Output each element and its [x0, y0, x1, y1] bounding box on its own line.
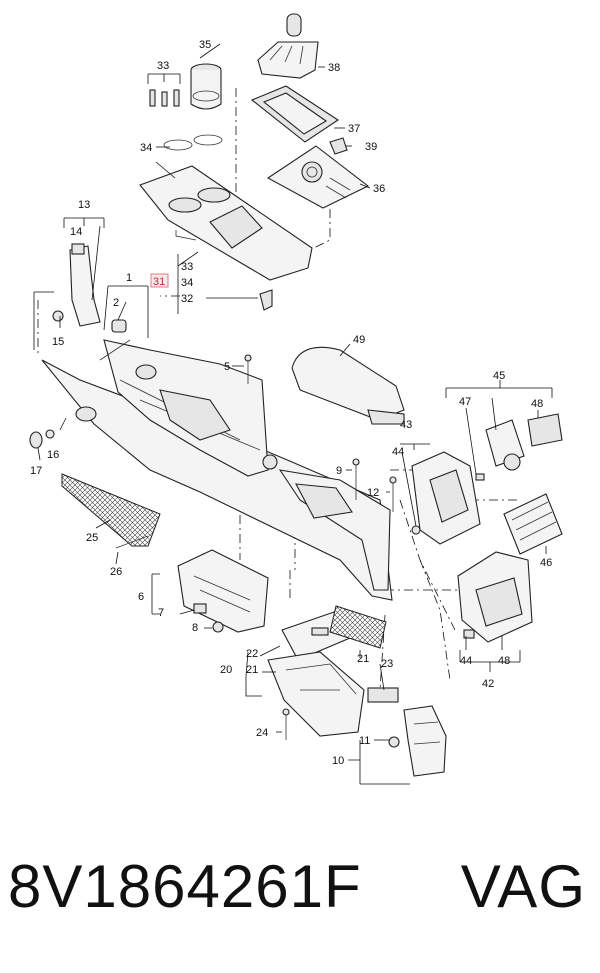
callout-31-highlight: 31 [150, 273, 169, 288]
clip-part [329, 137, 348, 155]
usb-module-part [475, 413, 563, 481]
callout-48-bottom: 48 [498, 655, 510, 667]
callout-43: 43 [400, 419, 412, 431]
lower-bracket-part [177, 549, 269, 633]
callout-8: 8 [192, 622, 198, 634]
callout-38: 38 [328, 62, 340, 74]
callout-33-top: 33 [157, 60, 169, 72]
callout-20: 20 [220, 664, 232, 676]
rear-vent-housing-part [411, 451, 481, 545]
screw-parts [244, 354, 397, 740]
fastener-set-part [149, 89, 180, 107]
brand-text: VAG [460, 853, 586, 920]
leader-lines [33, 43, 553, 785]
callout-9: 9 [336, 465, 342, 477]
clip-32-part [259, 289, 273, 311]
callout-44-bottom: 44 [460, 655, 472, 667]
callout-24: 24 [256, 727, 268, 739]
switch-panel-part [266, 145, 370, 209]
callout-7: 7 [158, 607, 164, 619]
callout-13: 13 [78, 199, 90, 211]
rear-panel-part [457, 551, 533, 643]
callout-42: 42 [482, 678, 494, 690]
callout-34-top: 34 [140, 142, 152, 154]
callout-23: 23 [381, 658, 393, 670]
vent-outlet-part [503, 493, 563, 555]
callout-49: 49 [353, 334, 365, 346]
callout-47: 47 [459, 396, 471, 408]
upper-console-trim-part [139, 165, 313, 281]
callout-35: 35 [199, 39, 211, 51]
main-console-part [41, 339, 393, 601]
storage-tray-part [267, 605, 399, 737]
callout-46: 46 [540, 557, 552, 569]
callout-44-top: 44 [392, 446, 404, 458]
clip-nut-part [111, 319, 127, 333]
callout-48-top: 48 [531, 398, 543, 410]
callout-31: 31 [153, 276, 165, 288]
cup-holder-insert-part [190, 63, 222, 110]
callout-2: 2 [113, 297, 119, 309]
callout-14: 14 [70, 226, 82, 238]
callout-25: 25 [86, 532, 98, 544]
callout-36: 36 [373, 183, 385, 195]
shift-trim-frame-part [250, 85, 339, 143]
rear-bracket-part [388, 705, 447, 777]
callout-5: 5 [224, 361, 230, 373]
callout-34-lower: 34 [181, 277, 193, 289]
parts-exploded-diagram: 35 38 33 37 34 39 31 36 13 14 33 31 34 1… [29, 13, 563, 785]
o-ring-pair-part [163, 134, 223, 151]
callout-21-right: 21 [357, 653, 369, 665]
callout-33-lower: 33 [181, 261, 193, 273]
callout-37: 37 [348, 123, 360, 135]
callout-45: 45 [493, 370, 505, 382]
assembly-guide-lines [37, 88, 520, 691]
shift-boot-part [257, 13, 319, 79]
callout-labels: 35 38 33 37 34 39 31 36 13 14 33 31 34 1… [30, 39, 552, 767]
part-number-text: 8V1864261F [8, 853, 362, 920]
callout-39: 39 [365, 141, 377, 153]
callout-11: 11 [359, 735, 370, 747]
callout-16: 16 [47, 449, 59, 461]
callout-6: 6 [138, 591, 144, 603]
callout-15: 15 [52, 336, 64, 348]
bracket-part [52, 243, 101, 327]
callout-17: 17 [30, 465, 42, 477]
mesh-liner-part [61, 473, 161, 547]
callout-32: 32 [181, 293, 193, 305]
callout-21-left: 21 [246, 664, 258, 676]
pin-part [115, 535, 149, 549]
callout-10: 10 [332, 755, 344, 767]
callout-12: 12 [367, 487, 379, 499]
callout-1: 1 [126, 272, 132, 284]
callout-22: 22 [246, 648, 258, 660]
armrest-lid-part [291, 346, 405, 425]
callout-26: 26 [110, 566, 122, 578]
washer-cap-parts [29, 429, 55, 449]
